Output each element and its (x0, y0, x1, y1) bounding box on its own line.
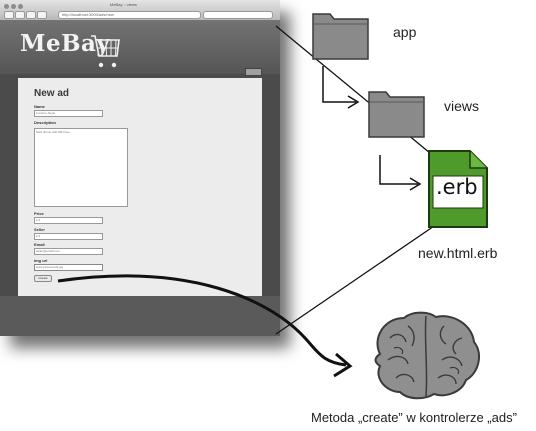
header-button[interactable] (245, 68, 262, 76)
description-label: Description (34, 120, 57, 125)
site-footer (0, 296, 280, 336)
create-button[interactable]: Create (34, 275, 52, 282)
price-input[interactable]: 1.5 (34, 217, 103, 224)
price-label: Price (34, 211, 44, 216)
button-to-brain-arrow (57, 274, 347, 367)
back-button[interactable] (4, 11, 14, 19)
app-to-views-arrow (322, 66, 356, 103)
home-button[interactable] (37, 11, 47, 19)
site-logo: MeBay (20, 30, 111, 57)
app-folder-icon (312, 13, 369, 60)
zoom-dot[interactable] (18, 4, 23, 9)
erb-file-icon (428, 150, 488, 228)
erb-file-extension: .erb (436, 175, 478, 199)
brain-icon (374, 311, 481, 400)
search-field[interactable] (203, 11, 273, 19)
name-input[interactable]: Lucerne Apple (34, 110, 103, 117)
reload-button[interactable] (26, 11, 36, 19)
seller-label: Seller (34, 227, 45, 232)
form-heading: New ad (34, 88, 70, 99)
name-label: Name (34, 104, 45, 109)
close-dot[interactable] (4, 4, 9, 9)
description-textarea[interactable]: Sold phone with MP lines (34, 128, 128, 207)
shopping-cart-icon (91, 35, 120, 68)
email-label: Email (34, 242, 45, 247)
views-folder-label: views (444, 98, 480, 114)
forward-button[interactable] (15, 11, 25, 19)
views-to-file-arrow (379, 155, 418, 185)
erb-file-name: new.html.erb (418, 245, 498, 261)
site-header (0, 20, 280, 74)
browser-screenshot: MeBay :: views http://localhost:3000/ads… (0, 0, 280, 336)
email-input[interactable]: seller@email.com (34, 248, 103, 255)
brain-caption: Metoda „create” w kontrolerze „ads” (311, 410, 517, 425)
zoom-line-bottom (275, 221, 441, 335)
url-bar[interactable]: http://localhost:3000/ads/new (58, 11, 201, 19)
window-title: MeBay :: views (110, 2, 137, 7)
img-url-label: Img url (34, 258, 48, 263)
app-folder-label: app (393, 24, 417, 40)
minimize-dot[interactable] (11, 4, 16, 9)
seller-input[interactable]: 2.3 (34, 233, 103, 240)
img-url-input[interactable]: www.picsocom/1.jpg (34, 264, 103, 271)
views-folder-icon (368, 91, 425, 138)
